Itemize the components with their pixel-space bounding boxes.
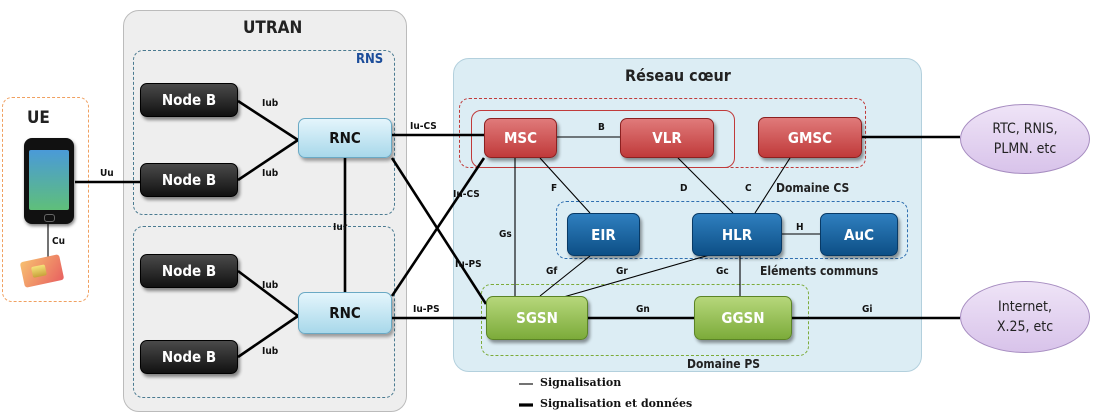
gc-label: Gc <box>716 266 729 277</box>
gs-label: Gs <box>499 229 512 240</box>
rnc-lower[interactable]: RNC <box>298 292 392 334</box>
eir-node[interactable]: EIR <box>567 213 640 256</box>
gr-label: Gr <box>616 266 628 277</box>
rns-upper-region <box>133 50 395 215</box>
mobile-phone-icon <box>24 138 74 224</box>
ps-domain-region <box>481 284 809 356</box>
rnc-upper[interactable]: RNC <box>298 118 392 158</box>
node-b-4[interactable]: Node B <box>140 340 238 374</box>
internet-network[interactable]: Internet, X.25, etc <box>960 281 1090 353</box>
f-label: F <box>551 183 558 194</box>
iu-ps-label-1: Iu-PS <box>455 259 482 270</box>
ue-region <box>2 97 89 302</box>
rns-label: RNS <box>356 52 384 67</box>
rns-lower-region <box>133 226 395 398</box>
vlr-node[interactable]: VLR <box>620 118 714 158</box>
b-label: B <box>598 122 605 133</box>
sgsn-node[interactable]: SGSN <box>486 296 588 340</box>
gn-label: Gn <box>636 304 650 315</box>
iub-label-1: Iub <box>262 98 279 109</box>
gi-label: Gi <box>862 304 873 315</box>
ps-domain-label: Domaine PS <box>687 357 761 371</box>
utran-title: UTRAN <box>243 18 303 38</box>
h-label: H <box>796 222 804 233</box>
msc-node[interactable]: MSC <box>484 118 557 158</box>
core-network-title: Réseau cœur <box>625 66 731 85</box>
node-b-1[interactable]: Node B <box>140 83 238 117</box>
msc-vlr-group <box>471 110 735 168</box>
legend-signaling-data-text: Signalisation et données <box>540 397 693 410</box>
node-b-3[interactable]: Node B <box>140 254 238 288</box>
iu-cs-label-1: Iu-CS <box>410 121 437 132</box>
iub-label-4: Iub <box>262 346 279 357</box>
gmsc-node[interactable]: GMSC <box>758 117 862 158</box>
d-label: D <box>680 183 688 194</box>
uu-label: Uu <box>100 168 114 179</box>
common-elements-label: Eléments communs <box>760 264 879 278</box>
iub-label-2: Iub <box>262 168 279 179</box>
pstn-network[interactable]: RTC, RNIS, PLMN. etc <box>960 104 1090 174</box>
node-b-2[interactable]: Node B <box>140 163 238 197</box>
gf-label: Gf <box>546 266 558 277</box>
legend-signaling-text: Signalisation <box>540 376 622 389</box>
ggsn-node[interactable]: GGSN <box>694 296 792 340</box>
cu-label: Cu <box>52 236 66 247</box>
hlr-node[interactable]: HLR <box>692 213 782 256</box>
auc-node[interactable]: AuC <box>820 213 898 256</box>
iu-cs-label-2: Iu-CS <box>453 189 480 200</box>
cs-domain-label: Domaine CS <box>776 181 850 195</box>
iub-label-3: Iub <box>262 280 279 291</box>
c-label: C <box>745 183 752 194</box>
common-elements-region <box>556 201 908 259</box>
ue-title: UE <box>27 108 50 128</box>
iu-ps-label-2: Iu-PS <box>413 304 440 315</box>
iur-label: Iur <box>333 222 348 233</box>
